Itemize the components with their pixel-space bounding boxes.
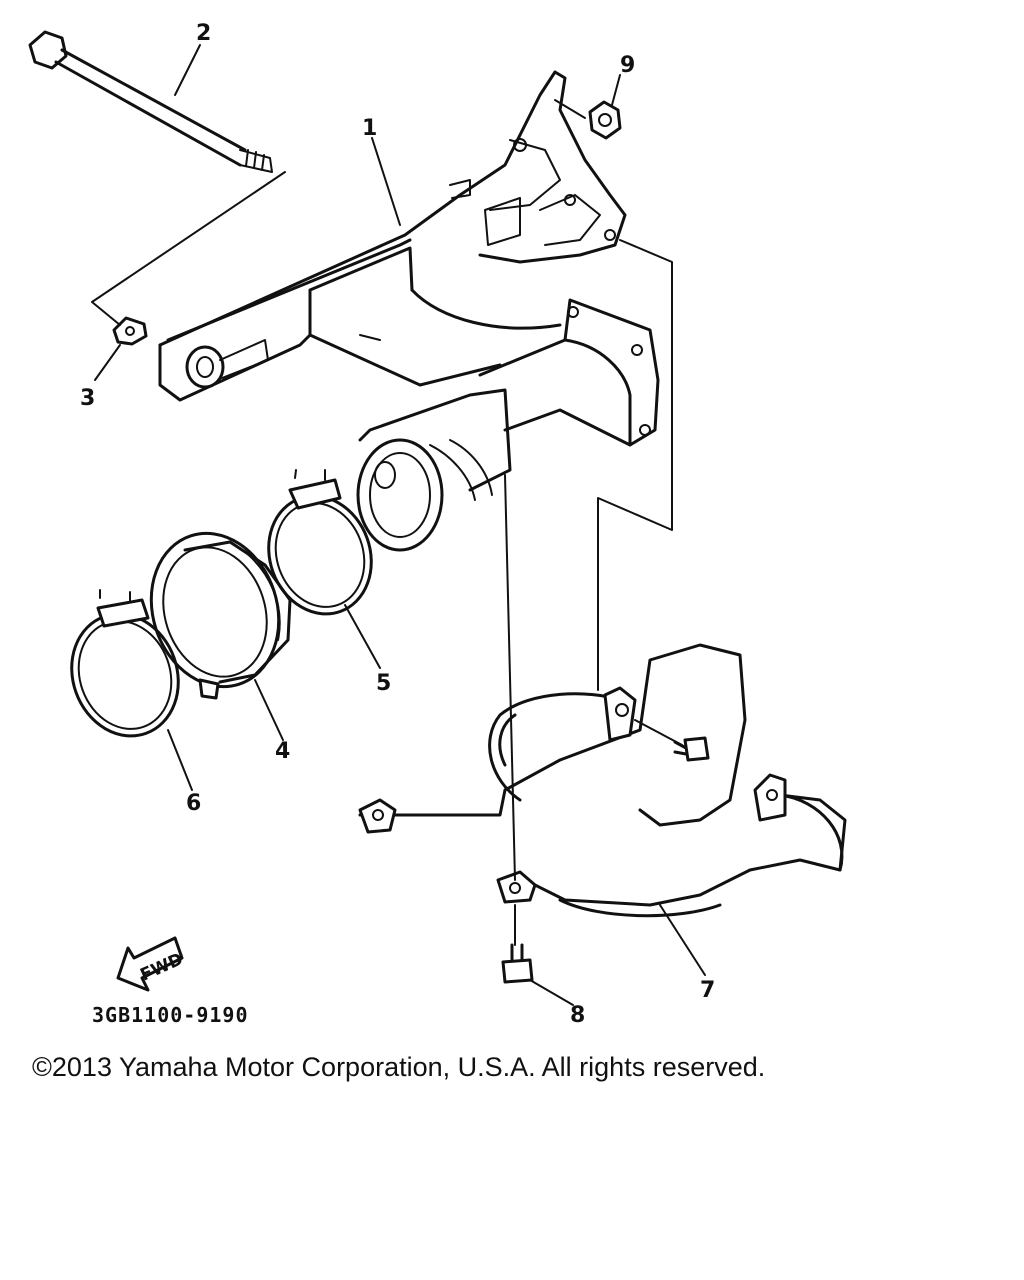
callout-6: 6 [186, 791, 201, 816]
copyright-notice: ©2013 Yamaha Motor Corporation, U.S.A. A… [32, 1052, 766, 1082]
callout-7: 7 [700, 978, 715, 1003]
callout-5: 5 [376, 671, 391, 696]
callout-2: 2 [196, 21, 211, 46]
callout-labels: 1 2 3 4 5 6 7 8 9 [80, 21, 715, 1028]
pivot-bolt [28, 30, 273, 173]
callout-3: 3 [80, 386, 95, 411]
guard [358, 643, 847, 918]
callout-1: 1 [362, 116, 377, 141]
boot [149, 531, 292, 700]
lock-plate [112, 316, 148, 346]
exploded-parts-diagram: 1 2 3 4 5 6 7 8 9 FWD 3GB1100-9190 [28, 21, 847, 1028]
callout-4: 4 [275, 739, 290, 764]
callout-9: 9 [620, 53, 635, 78]
fwd-direction-arrow: FWD [116, 936, 186, 992]
nut [588, 100, 622, 140]
callout-8: 8 [570, 1003, 585, 1028]
diagram-part-code: 3GB1100-9190 [92, 1003, 249, 1027]
guard-bolt [673, 736, 710, 762]
bolt-8 [501, 943, 534, 984]
clamp-5 [267, 469, 373, 616]
assembly-lines [91, 99, 683, 946]
leader-lines [94, 44, 706, 1006]
clamp-6 [70, 589, 180, 738]
rear-arm [158, 70, 660, 552]
